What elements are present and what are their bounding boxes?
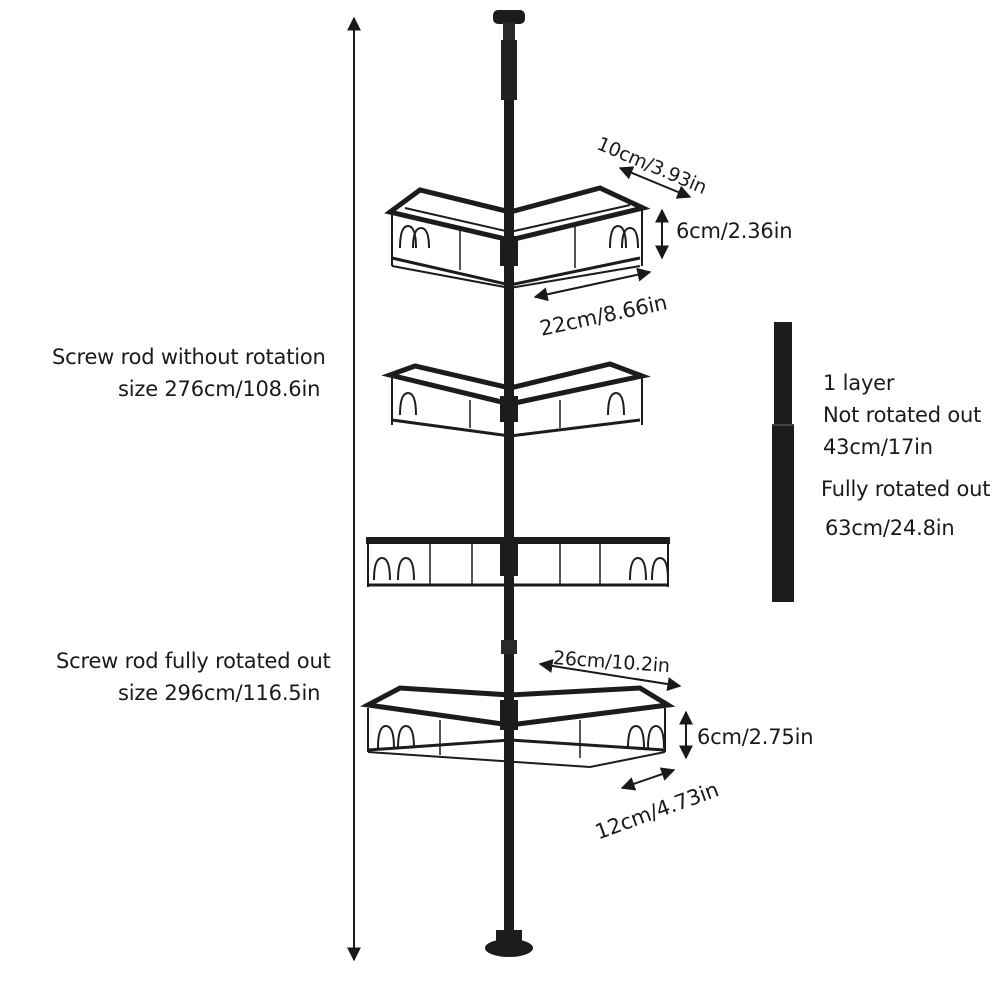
bottom-height-label: 6cm/2.75in [697, 725, 814, 749]
rod-fully-rotated-line1: Screw rod fully rotated out [56, 649, 331, 673]
top-height-label: 6cm/2.36in [676, 219, 793, 243]
rod-without-rotation-line2: size 276cm/108.6in [118, 377, 321, 401]
extension-rod [772, 322, 794, 602]
top-depth-arrow [618, 166, 692, 199]
layer-title: 1 layer [823, 371, 895, 395]
shelf-2 [381, 361, 651, 438]
shelf-4 [360, 685, 676, 769]
fully-rotated-label: Fully rotated out [821, 477, 991, 501]
bottom-depth-arrow [620, 767, 676, 791]
shelf-3 [366, 537, 670, 587]
tension-pole [485, 10, 533, 957]
bottom-width-arrow [538, 659, 682, 691]
rod-fully-rotated-line2: size 296cm/116.5in [118, 681, 321, 705]
not-rotated-value: 43cm/17in [823, 435, 933, 459]
shelf-1 [384, 185, 651, 290]
fully-rotated-value: 63cm/24.8in [825, 516, 955, 540]
rod-without-rotation-line1: Screw rod without rotation [52, 345, 326, 369]
not-rotated-label: Not rotated out [823, 403, 982, 427]
top-width-arrow [533, 267, 652, 302]
